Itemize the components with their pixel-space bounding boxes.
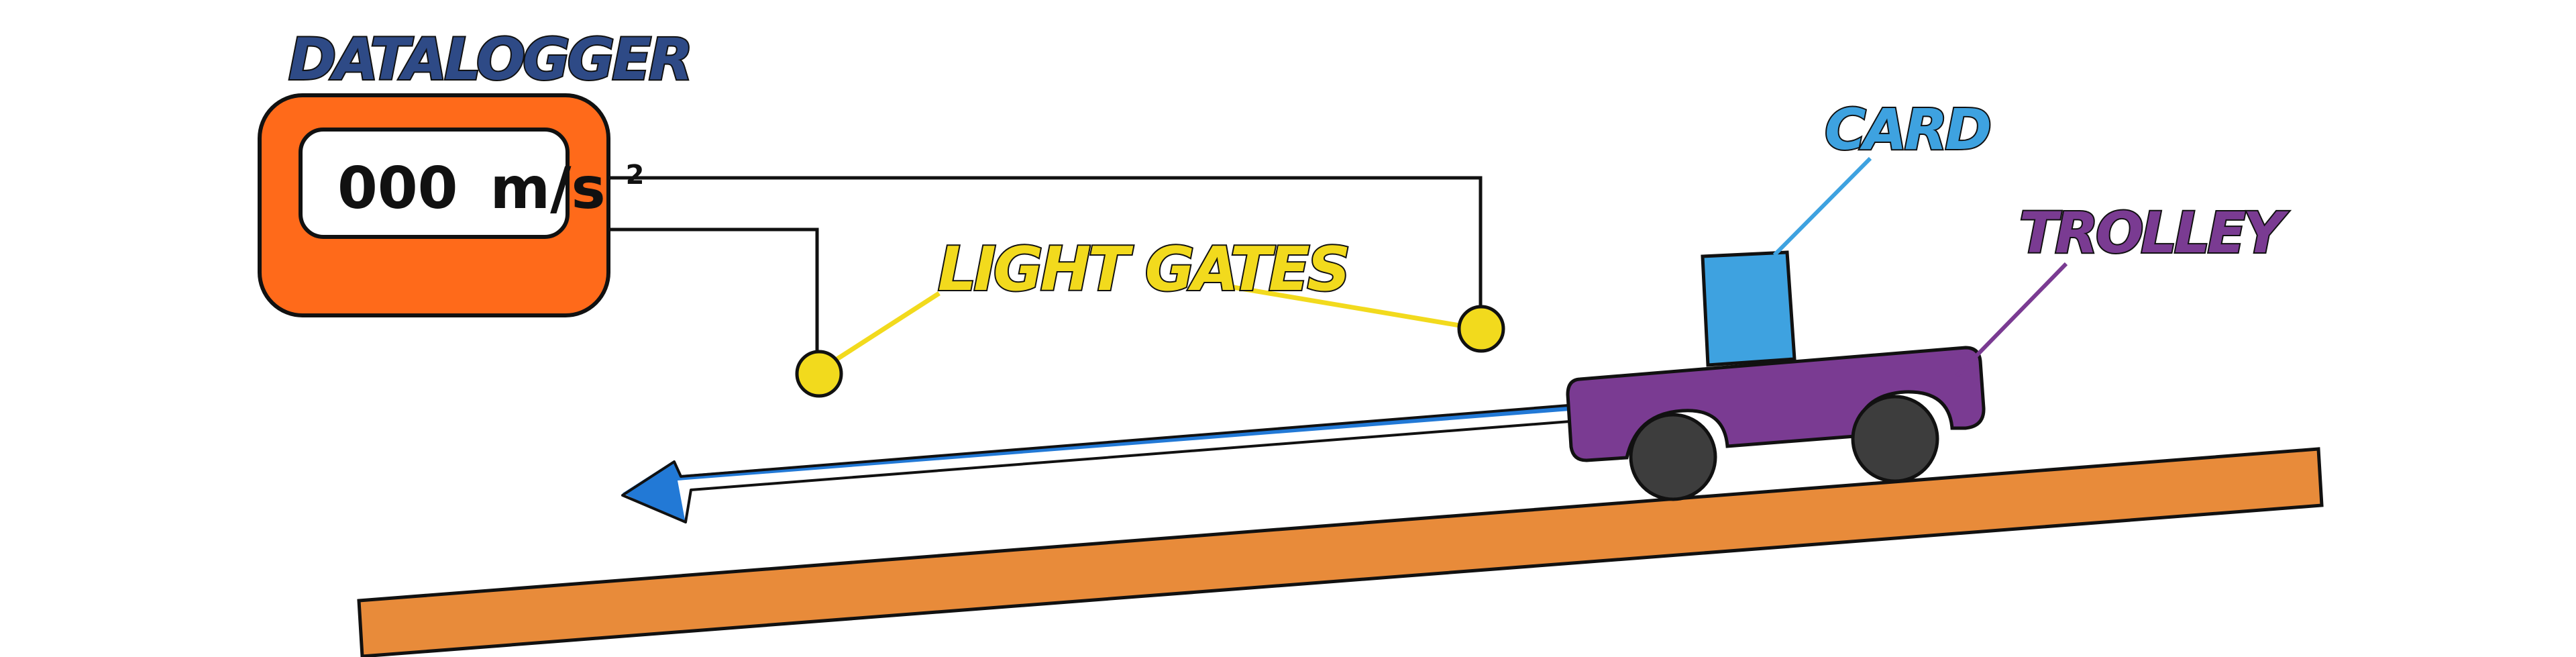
datalogger-label: DATALOGGER (288, 26, 690, 93)
datalogger-screen (299, 128, 570, 239)
trolley-leader (1955, 262, 2068, 378)
trolley-body (1566, 346, 1986, 462)
cable-to-gate-1 (609, 228, 819, 362)
light-gates-label: LIGHT GATES (938, 234, 1348, 305)
trolley-wheel-rear (1629, 413, 1717, 501)
reading-value: 000 (337, 155, 458, 222)
trolley-wheel-front (1851, 395, 1939, 483)
light-gates-leader-1 (830, 291, 941, 364)
card-leader (1772, 156, 1872, 257)
cable-to-gate-2 (609, 176, 1483, 319)
card (1701, 250, 1796, 367)
light-gate-1 (795, 350, 843, 398)
motion-arrow-outline (621, 404, 1571, 523)
card-label: CARD (1825, 97, 1990, 162)
motion-arrow (623, 405, 1570, 523)
reading-unit-exponent: 2 (626, 160, 645, 191)
trolley-label: TROLLEY (2019, 200, 2289, 266)
reading-unit: m/s (490, 155, 605, 222)
light-gates-leader-2 (1232, 285, 1464, 329)
light-gate-2 (1457, 305, 1505, 353)
datalogger-reading: 000 m/s 2 (337, 155, 645, 222)
